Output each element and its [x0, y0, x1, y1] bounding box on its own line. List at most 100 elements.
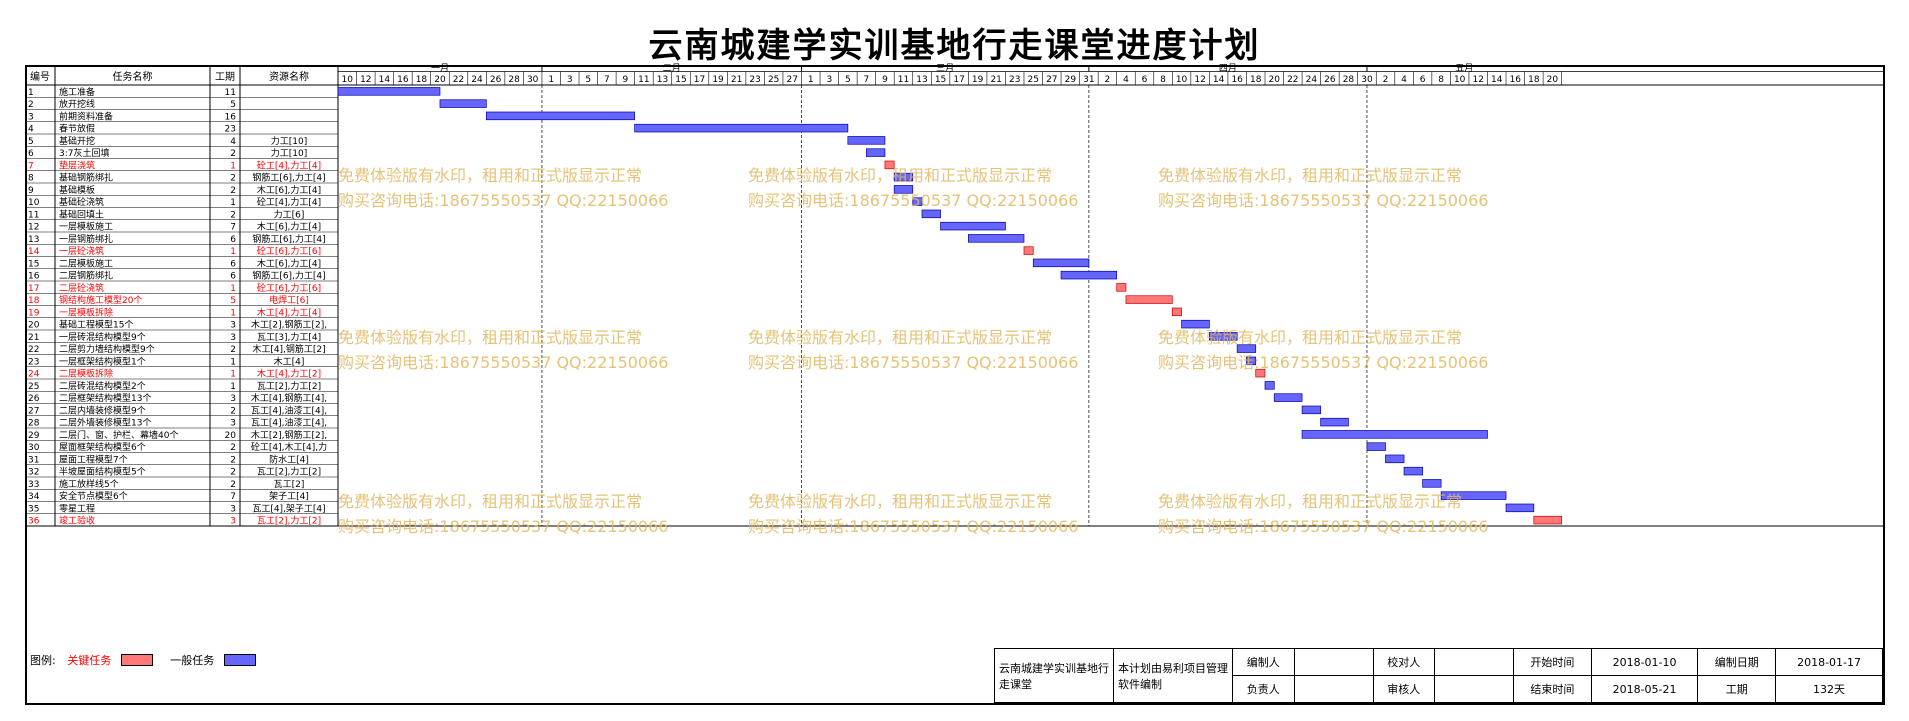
task-name: 基础开挖	[59, 135, 95, 147]
tick-label: 8	[1438, 75, 1444, 85]
header-dur: 工期	[215, 71, 235, 83]
task-no: 33	[28, 480, 39, 490]
watermark: 免费体验版有水印，租用和正式版显示正常购买咨询电话:18675550537 QQ…	[748, 166, 1079, 210]
task-name: 基础砼浇筑	[59, 196, 104, 208]
tick-label: 30	[1361, 75, 1373, 85]
tick-label: 13	[657, 75, 668, 85]
task-name: 施工放样线5个	[59, 478, 119, 490]
month-label: 二月	[663, 63, 681, 74]
task-name: 二层模板施工	[59, 257, 113, 269]
header-res: 资源名称	[269, 70, 309, 83]
task-name: 3:7灰土回填	[59, 147, 110, 159]
footer-software: 本计划由易利项目管理软件编制	[1113, 648, 1233, 703]
tick-label: 23	[749, 75, 760, 85]
task-no: 34	[28, 492, 40, 502]
tick-label: 17	[953, 75, 964, 85]
task-bar	[1366, 442, 1386, 451]
tick-label: 2	[1105, 75, 1111, 85]
tick-label: 1	[808, 75, 814, 85]
page-title: 云南城建学实训基地行走课堂进度计划	[648, 26, 1261, 66]
task-duration: 11	[225, 88, 236, 98]
task-bar	[1209, 332, 1238, 341]
tick-label: 24	[1306, 75, 1318, 85]
task-resource: 砼工[4],力工[4]	[257, 196, 321, 208]
task-bar	[1301, 405, 1321, 415]
task-duration: 2	[230, 345, 236, 355]
task-duration: 1	[230, 370, 236, 380]
tick-label: 29	[1065, 75, 1077, 85]
tick-label: 20	[1547, 75, 1559, 85]
tick-label: 12	[360, 75, 371, 85]
footer-checker-label: 校对人	[1372, 648, 1436, 676]
task-no: 4	[28, 125, 34, 135]
footer-compile-date-value: 2018-01-17	[1775, 648, 1883, 676]
tick-label: 4	[1123, 75, 1129, 85]
footer-responsible-value	[1293, 675, 1374, 703]
footer-start-value: 2018-01-10	[1590, 648, 1699, 676]
task-bar	[893, 172, 914, 182]
tick-label: 7	[864, 75, 870, 85]
tick-label: 16	[397, 75, 409, 85]
tick-label: 9	[623, 75, 629, 85]
critical-task-bar	[1533, 515, 1562, 525]
legend: 图例: 关键任务 一般任务	[30, 652, 270, 668]
task-resource: 木工[2],钢筋工[2],	[251, 429, 327, 441]
task-duration: 1	[230, 198, 236, 208]
task-resource: 电焊工[6]	[269, 294, 309, 306]
tick-label: 5	[585, 75, 591, 85]
task-duration: 3	[230, 419, 236, 429]
task-bar	[1236, 344, 1257, 353]
task-duration: 3	[230, 321, 236, 331]
task-duration: 16	[225, 112, 237, 122]
task-duration: 2	[230, 480, 236, 490]
task-resource: 瓦工[4],油漆工[4],	[251, 404, 327, 416]
critical-task-bar	[1125, 295, 1173, 304]
task-name: 一层砼浇筑	[59, 245, 104, 257]
watermark: 免费体验版有水印，租用和正式版显示正常购买咨询电话:18675550537 QQ…	[1158, 492, 1489, 536]
task-bar	[940, 221, 1006, 231]
task-no: 16	[28, 272, 40, 282]
task-bar	[485, 111, 635, 121]
legend-critical-swatch	[120, 654, 153, 666]
month-label: 三月	[936, 63, 954, 74]
task-no: 29	[28, 431, 40, 441]
task-resource: 钢筋工[6],力工[4]	[252, 270, 325, 282]
task-bar	[1403, 466, 1423, 476]
task-no: 14	[28, 247, 40, 257]
task-resource: 瓦工[2],力工[2]	[257, 515, 321, 527]
task-duration: 1	[230, 308, 236, 318]
tick-label: 14	[379, 75, 391, 85]
task-duration: 5	[230, 296, 236, 306]
tick-label: 2	[1383, 75, 1389, 85]
tick-label: 31	[1083, 75, 1094, 85]
tick-label: 30	[527, 75, 539, 85]
task-no: 21	[28, 333, 39, 343]
task-duration: 1	[230, 382, 236, 392]
task-no: 36	[28, 517, 40, 527]
tick-label: 11	[638, 75, 649, 85]
footer-period-value: 132天	[1775, 675, 1883, 703]
task-resource: 砼工[4],木工[4],力	[251, 441, 327, 453]
task-no: 2	[28, 100, 34, 110]
task-resource: 瓦工[3],力工[4]	[257, 331, 321, 343]
watermark: 免费体验版有水印，租用和正式版显示正常购买咨询电话:18675550537 QQ…	[748, 492, 1079, 536]
task-name: 半坡屋面结构模型5个	[59, 466, 146, 478]
task-name: 二层框架结构模型13个	[59, 392, 151, 404]
task-resource: 钢筋工[6],力工[4]	[252, 233, 325, 245]
task-no: 11	[28, 210, 39, 220]
tick-label: 10	[1176, 75, 1188, 85]
critical-task-bar	[1023, 246, 1034, 255]
task-name: 一层砖混结构模型9个	[59, 331, 146, 343]
task-duration: 5	[230, 100, 236, 110]
task-bar	[1505, 503, 1535, 513]
task-name: 二层钢筋绑扎	[59, 270, 113, 282]
task-no: 12	[28, 223, 39, 233]
legend-label: 图例:	[30, 654, 56, 667]
task-no: 9	[28, 186, 34, 196]
task-no: 7	[28, 161, 34, 171]
month-label: 一月	[431, 63, 449, 74]
header-name: 任务名称	[113, 70, 153, 83]
task-duration: 2	[230, 455, 236, 465]
task-no: 18	[28, 296, 40, 306]
task-no: 35	[28, 504, 39, 514]
